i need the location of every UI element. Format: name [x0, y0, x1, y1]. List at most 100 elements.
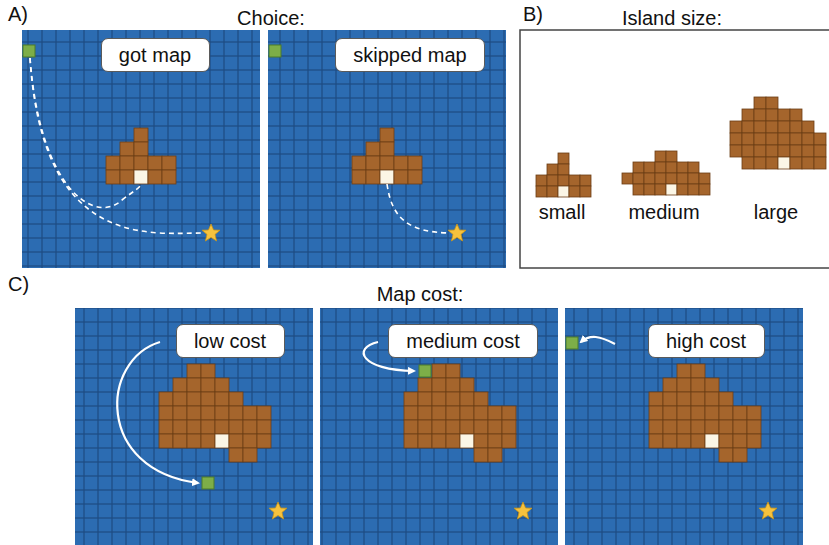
island-cell	[173, 378, 187, 392]
ocean-grid	[320, 308, 558, 545]
island-cell	[790, 109, 802, 121]
island-cell	[644, 173, 655, 184]
island-cell	[666, 173, 677, 184]
island-cell	[394, 156, 408, 170]
island-cell	[106, 156, 120, 170]
island-cell	[649, 406, 663, 420]
islands	[106, 97, 826, 462]
island-cell	[663, 392, 677, 406]
island-cell	[215, 392, 229, 406]
island-cell	[474, 434, 488, 448]
island-cell	[432, 364, 446, 378]
island-cell	[432, 378, 446, 392]
island-cell	[547, 186, 558, 197]
island-cell	[663, 420, 677, 434]
island-cell	[502, 406, 516, 420]
island-cell	[229, 434, 243, 448]
island-cell	[460, 406, 474, 420]
island-cell	[404, 434, 418, 448]
island-cell	[558, 175, 569, 186]
callout-text: medium cost	[406, 329, 519, 353]
island-cell	[705, 392, 719, 406]
island-cell	[663, 434, 677, 448]
island-cell	[802, 121, 814, 133]
island-cell	[677, 434, 691, 448]
island-cell	[719, 420, 733, 434]
island-cell	[352, 170, 366, 184]
island-cell	[655, 162, 666, 173]
island-cell	[802, 133, 814, 145]
island-cell	[134, 156, 148, 170]
panel-label: Island size:	[622, 6, 722, 30]
island-cell	[766, 133, 778, 145]
island-cell	[243, 406, 257, 420]
island-cell	[633, 162, 644, 173]
island-cell	[460, 434, 474, 448]
island-cell	[754, 97, 766, 109]
island-cell	[120, 170, 134, 184]
island-cell	[644, 184, 655, 195]
island-cell	[666, 151, 677, 162]
island-cell	[148, 156, 162, 170]
island-cell	[229, 420, 243, 434]
island-cell	[677, 184, 688, 195]
island-cell	[558, 153, 569, 164]
island-cell	[187, 378, 201, 392]
island-cell	[215, 378, 229, 392]
island-cell	[173, 420, 187, 434]
island-cell	[699, 184, 710, 195]
island-cell	[754, 109, 766, 121]
island-cell	[257, 420, 271, 434]
island-cell	[778, 121, 790, 133]
island-cell	[215, 406, 229, 420]
island-cell	[802, 157, 814, 169]
callout-text: skipped map	[353, 43, 466, 67]
island-cell	[766, 97, 778, 109]
island-cell	[766, 109, 778, 121]
island-cell	[446, 392, 460, 406]
island-cell	[257, 406, 271, 420]
island-cell	[536, 175, 547, 186]
ocean-grid	[75, 308, 313, 545]
island-cell	[547, 175, 558, 186]
island-cell	[742, 145, 754, 157]
island-cell	[432, 420, 446, 434]
island-cell	[366, 170, 380, 184]
island-cell	[474, 448, 488, 462]
callout-text: low cost	[194, 329, 266, 353]
island-cell	[666, 162, 677, 173]
island-cell	[201, 392, 215, 406]
island-cell	[173, 392, 187, 406]
island-cell	[215, 434, 229, 448]
island-cell	[649, 420, 663, 434]
ocean-grid	[565, 308, 803, 545]
island-cell	[790, 133, 802, 145]
panel-label: medium	[628, 200, 699, 224]
goal-star	[514, 502, 532, 519]
island-cell	[754, 145, 766, 157]
island-cell	[778, 157, 790, 169]
island-cell	[404, 392, 418, 406]
island-cell	[159, 392, 173, 406]
island-cell	[742, 157, 754, 169]
island-cell	[366, 156, 380, 170]
island-cell	[558, 186, 569, 197]
island-cell	[569, 186, 580, 197]
island-cell	[622, 173, 633, 184]
island-cell	[677, 420, 691, 434]
island-cell	[120, 156, 134, 170]
island-cell	[446, 364, 460, 378]
island-cell	[733, 420, 747, 434]
island-cell	[229, 448, 243, 462]
cost-arrow	[117, 337, 615, 483]
panel-label: Map cost:	[377, 282, 464, 306]
island-cell	[688, 173, 699, 184]
island-cell	[460, 378, 474, 392]
island-cell	[547, 164, 558, 175]
island-cell	[418, 420, 432, 434]
callout-box: high cost	[648, 324, 765, 358]
island-cell	[187, 392, 201, 406]
island-cell	[446, 420, 460, 434]
panel-label: small	[539, 200, 586, 224]
island-cell	[790, 121, 802, 133]
